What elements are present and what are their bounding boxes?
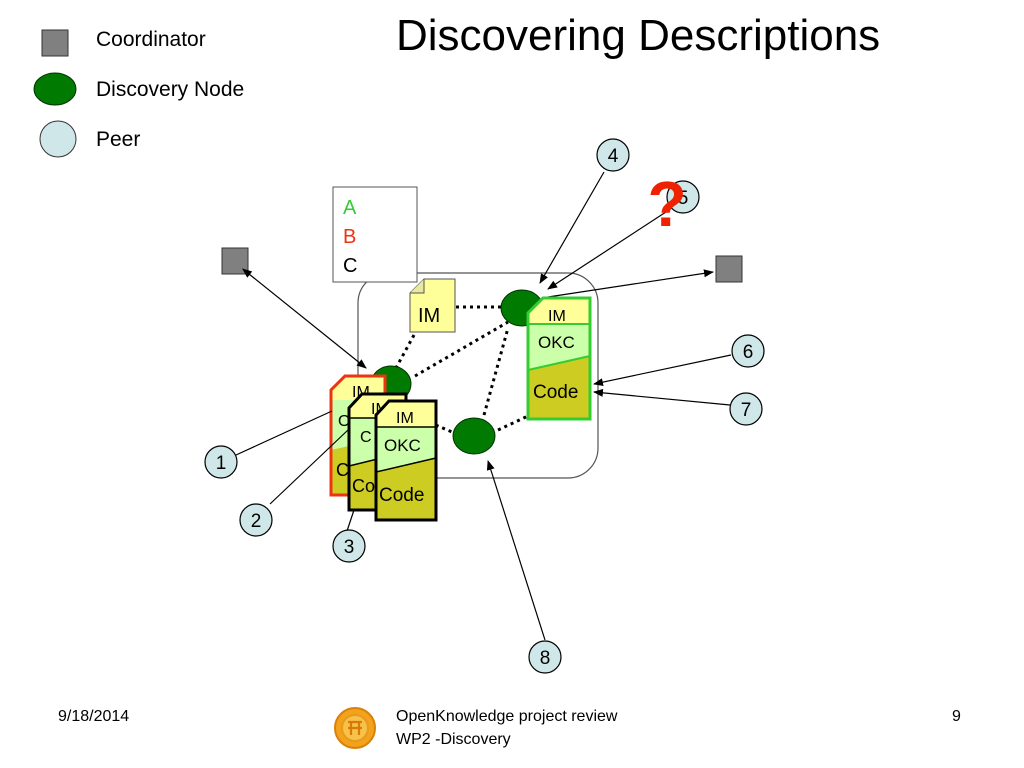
slide-title: Discovering Descriptions <box>396 11 881 60</box>
marker-8: 8 <box>528 640 562 674</box>
footer-project-line1: OpenKnowledge project review <box>396 708 618 725</box>
marker-3: 3 <box>332 529 366 563</box>
discovery-diagram: A B C IM <box>204 138 765 674</box>
circle-icon <box>39 120 77 158</box>
question-mark: ? <box>647 168 686 240</box>
abc-label-a: A <box>343 197 357 219</box>
legend-label-coordinator: Coordinator <box>96 28 206 51</box>
im-document-label: IM <box>418 305 440 327</box>
svg-text:3: 3 <box>344 537 355 558</box>
abc-label-b: B <box>343 226 356 248</box>
card-front-okc: OKC <box>384 436 421 455</box>
card-front-code: Code <box>379 485 424 506</box>
marker-5: 5 <box>666 180 700 214</box>
legend-label-discovery-node: Discovery Node <box>96 78 245 101</box>
footer-page-number: 9 <box>952 708 961 725</box>
svg-text:1: 1 <box>216 453 227 474</box>
footer-date: 9/18/2014 <box>58 708 130 725</box>
im-document: IM <box>409 278 456 333</box>
svg-text:6: 6 <box>743 342 754 363</box>
legend-item-peer: Peer <box>30 118 290 158</box>
card-stack: IM O C IM C Cod <box>329 374 438 522</box>
marker-connectors <box>235 171 732 641</box>
marker-2: 2 <box>239 503 273 537</box>
square-icon <box>41 29 69 57</box>
svg-text:8: 8 <box>540 648 551 669</box>
coordinator-left <box>221 247 249 275</box>
coordinator-right <box>715 255 743 283</box>
legend-item-coordinator: Coordinator <box>30 20 290 60</box>
card-green-im: IM <box>548 308 566 325</box>
svg-text:2: 2 <box>251 511 262 532</box>
abc-label-c: C <box>343 255 357 277</box>
card-green-okc: OKC <box>538 333 575 352</box>
number-markers: 1 2 3 4 5 6 7 8 <box>204 138 765 674</box>
svg-text:5: 5 <box>678 188 689 209</box>
legend-item-discovery-node: Discovery Node <box>30 70 290 110</box>
marker-7: 7 <box>729 392 763 426</box>
svg-text:4: 4 <box>608 146 619 167</box>
card-green-code: Code <box>533 382 578 403</box>
abc-box: A B C <box>332 186 418 283</box>
legend-label-peer: Peer <box>96 128 141 151</box>
card-red-code: C <box>336 460 349 480</box>
ellipse-icon <box>33 72 77 106</box>
openknowledge-logo-icon <box>334 707 376 749</box>
description-card-green: IM OKC Code <box>526 296 592 421</box>
discovery-node-bottom <box>452 417 496 455</box>
card-front-im: IM <box>396 410 414 427</box>
marker-4: 4 <box>596 138 630 172</box>
card-middle-okc: C <box>360 429 372 446</box>
svg-text:7: 7 <box>741 400 752 421</box>
card-red-okc: O <box>338 413 350 430</box>
footer-project-line2: WP2 -Discovery <box>396 731 511 748</box>
marker-6: 6 <box>731 334 765 368</box>
marker-1: 1 <box>204 445 238 479</box>
description-card-front: IM OKC Code <box>374 399 438 522</box>
